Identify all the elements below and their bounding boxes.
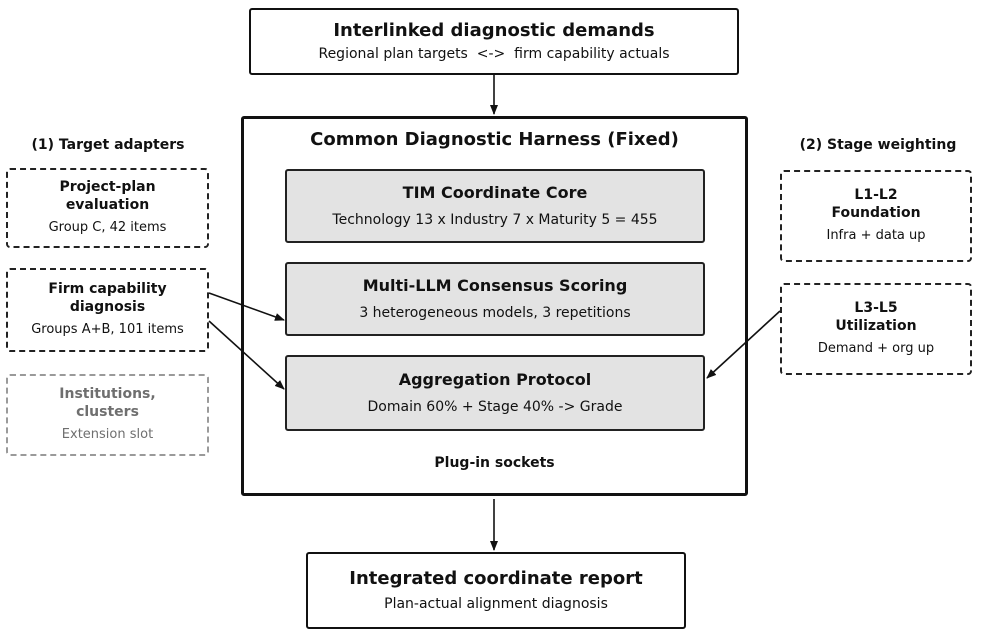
plugin-sockets-label: Plug-in sockets xyxy=(434,455,555,472)
demands-title: Interlinked diagnostic demands xyxy=(333,19,655,41)
tim-core-title: TIM Coordinate Core xyxy=(402,183,588,203)
utilization-stage-box: L3-L5 Utilization Demand + org up xyxy=(780,283,972,375)
project-plan-subtitle: Group C, 42 items xyxy=(48,220,167,236)
demands-subtitle: Regional plan targets <-> firm capabilit… xyxy=(318,46,670,63)
tim-core-module: TIM Coordinate Core Technology 13 x Indu… xyxy=(285,169,705,243)
arrow-firm-to-consensus xyxy=(208,292,285,321)
firm-capability-subtitle: Groups A+B, 101 items xyxy=(31,322,184,338)
report-subtitle: Plan-actual alignment diagnosis xyxy=(384,596,608,613)
aggregation-protocol-title: Aggregation Protocol xyxy=(398,370,592,390)
firm-capability-adapter: Firm capability diagnosis Groups A+B, 10… xyxy=(6,268,209,352)
aggregation-protocol-subtitle: Domain 60% + Stage 40% -> Grade xyxy=(367,398,623,415)
foundation-stage-title: Foundation xyxy=(831,204,921,221)
firm-capability-title: Firm capability diagnosis xyxy=(48,281,167,315)
consensus-scoring-module: Multi-LLM Consensus Scoring 3 heterogene… xyxy=(285,262,705,336)
target-adapters-heading: (1) Target adapters xyxy=(31,137,185,154)
arrow-firm-to-aggregation xyxy=(208,320,285,390)
report-title: Integrated coordinate report xyxy=(349,567,643,589)
arrow-utilization-to-aggregation xyxy=(706,310,781,379)
consensus-scoring-title: Multi-LLM Consensus Scoring xyxy=(362,276,628,296)
foundation-stage-range: L1-L2 xyxy=(854,187,898,204)
report-box: Integrated coordinate report Plan-actual… xyxy=(306,552,686,629)
consensus-scoring-subtitle: 3 heterogeneous models, 3 repetitions xyxy=(359,304,631,321)
foundation-stage-box: L1-L2 Foundation Infra + data up xyxy=(780,170,972,262)
project-plan-title: Project-plan evaluation xyxy=(59,179,156,213)
demands-box: Interlinked diagnostic demands Regional … xyxy=(249,8,739,75)
foundation-stage-subtitle: Infra + data up xyxy=(826,228,926,244)
tim-core-subtitle: Technology 13 x Industry 7 x Maturity 5 … xyxy=(332,211,658,228)
harness-title: Common Diagnostic Harness (Fixed) xyxy=(310,129,679,151)
utilization-stage-range: L3-L5 xyxy=(854,300,898,317)
utilization-stage-title: Utilization xyxy=(835,317,917,334)
project-plan-adapter: Project-plan evaluation Group C, 42 item… xyxy=(6,168,209,248)
extension-slot-subtitle: Extension slot xyxy=(61,427,154,443)
aggregation-protocol-module: Aggregation Protocol Domain 60% + Stage … xyxy=(285,355,705,431)
utilization-stage-subtitle: Demand + org up xyxy=(817,341,935,357)
extension-slot-adapter: Institutions, clusters Extension slot xyxy=(6,374,209,456)
stage-weighting-heading: (2) Stage weighting xyxy=(799,137,957,154)
extension-slot-title: Institutions, clusters xyxy=(59,386,156,420)
